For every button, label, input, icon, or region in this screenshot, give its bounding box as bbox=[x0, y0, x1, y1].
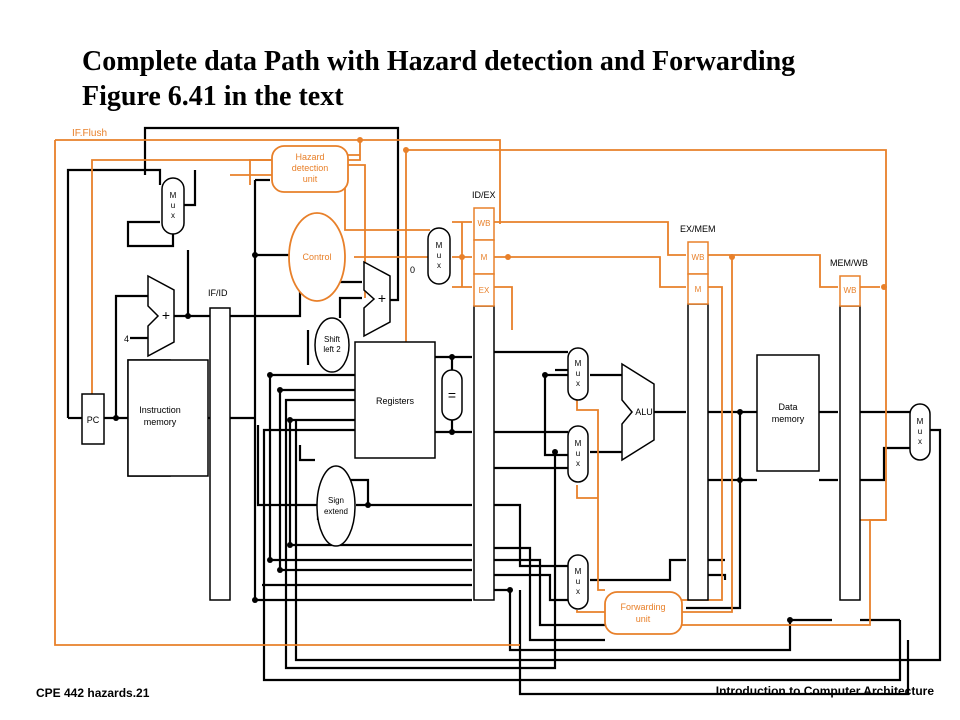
svg-text:x: x bbox=[171, 211, 175, 220]
mem-wb-register: MEM/WB WB bbox=[830, 258, 868, 601]
svg-text:extend: extend bbox=[324, 507, 348, 516]
svg-text:M: M bbox=[575, 567, 582, 576]
dest-reg-mux: M u x bbox=[567, 554, 589, 610]
ex-mem-label: EX/MEM bbox=[680, 224, 716, 234]
svg-text:memory: memory bbox=[144, 417, 177, 427]
const-four: 4 bbox=[124, 334, 129, 344]
svg-text:WB: WB bbox=[478, 219, 491, 228]
svg-text:unit: unit bbox=[303, 174, 318, 184]
svg-text:Hazard: Hazard bbox=[295, 152, 324, 162]
pc-adder: + 4 bbox=[124, 274, 175, 358]
svg-text:u: u bbox=[576, 577, 580, 586]
svg-text:M: M bbox=[575, 439, 582, 448]
svg-text:+: + bbox=[162, 307, 170, 323]
svg-text:Instruction: Instruction bbox=[139, 405, 181, 415]
svg-text:u: u bbox=[918, 427, 922, 436]
svg-text:+: + bbox=[378, 290, 386, 306]
control-mux: M u x 0 bbox=[410, 227, 451, 285]
title-line-2: Figure 6.41 in the text bbox=[82, 81, 344, 112]
junction-dots bbox=[113, 252, 793, 623]
svg-text:Data: Data bbox=[778, 402, 797, 412]
svg-text:detection: detection bbox=[292, 163, 329, 173]
if-flush-label: IF.Flush bbox=[72, 128, 107, 139]
footer-course-title: Introduction to Computer Architecture bbox=[715, 684, 934, 698]
svg-text:u: u bbox=[576, 369, 580, 378]
control-dots bbox=[357, 137, 887, 290]
svg-text:Registers: Registers bbox=[376, 396, 415, 406]
alu: ALU bbox=[621, 362, 655, 462]
svg-text:WB: WB bbox=[692, 253, 705, 262]
svg-text:x: x bbox=[576, 379, 580, 388]
svg-text:EX: EX bbox=[479, 286, 490, 295]
id-ex-label: ID/EX bbox=[472, 190, 496, 200]
svg-text:ALU: ALU bbox=[635, 407, 653, 417]
id-ex-register: ID/EX WB M EX bbox=[472, 190, 496, 601]
svg-text:x: x bbox=[918, 437, 922, 446]
page-title: Complete data Path with Hazard detection… bbox=[82, 44, 795, 114]
branch-adder: + bbox=[363, 260, 391, 338]
svg-text:M: M bbox=[481, 253, 488, 262]
alu-mux-a: M u x bbox=[567, 347, 589, 401]
if-id-label: IF/ID bbox=[208, 288, 228, 298]
instruction-memory: Instruction memory bbox=[127, 359, 209, 477]
hazard-detection-unit: Hazard detection unit bbox=[271, 145, 349, 193]
svg-text:M: M bbox=[575, 359, 582, 368]
datapath-wires bbox=[66, 126, 942, 696]
footer-course-label: CPE 442 hazards.21 bbox=[36, 686, 150, 700]
pc-label: PC bbox=[87, 415, 100, 425]
svg-text:Shift: Shift bbox=[324, 335, 341, 344]
equals-comparator: = bbox=[441, 369, 463, 421]
svg-text:M: M bbox=[917, 417, 924, 426]
svg-text:Control: Control bbox=[302, 252, 331, 262]
shift-left-2: Shift left 2 bbox=[314, 317, 350, 373]
svg-text:x: x bbox=[576, 459, 580, 468]
sign-extend: Sign extend bbox=[316, 465, 356, 547]
control-unit: Control bbox=[288, 212, 346, 302]
mem-wb-label: MEM/WB bbox=[830, 258, 868, 268]
svg-text:x: x bbox=[437, 261, 441, 270]
svg-text:x: x bbox=[576, 587, 580, 596]
register-file: Registers bbox=[354, 341, 436, 459]
svg-text:M: M bbox=[436, 241, 443, 250]
ex-mem-register: EX/MEM WB M bbox=[680, 224, 716, 601]
pc-mux: M u x bbox=[161, 177, 185, 235]
svg-text:M: M bbox=[170, 191, 177, 200]
svg-text:M: M bbox=[695, 285, 702, 294]
svg-text:u: u bbox=[171, 201, 175, 210]
svg-text:u: u bbox=[437, 251, 441, 260]
if-id-register: IF/ID bbox=[208, 288, 231, 601]
const-zero: 0 bbox=[410, 265, 415, 275]
svg-text:WB: WB bbox=[844, 286, 857, 295]
svg-text:=: = bbox=[448, 387, 456, 403]
svg-text:u: u bbox=[576, 449, 580, 458]
forwarding-unit: Forwarding unit bbox=[604, 591, 683, 635]
svg-text:unit: unit bbox=[636, 614, 651, 624]
writeback-mux: M u x bbox=[909, 403, 931, 461]
data-memory: Data memory bbox=[756, 354, 820, 472]
svg-text:Forwarding: Forwarding bbox=[620, 602, 665, 612]
svg-text:memory: memory bbox=[772, 414, 805, 424]
control-wires bbox=[54, 139, 887, 646]
pc-register: PC bbox=[81, 393, 105, 445]
title-line-1: Complete data Path with Hazard detection… bbox=[82, 46, 796, 77]
svg-text:left 2: left 2 bbox=[323, 345, 341, 354]
svg-text:Sign: Sign bbox=[328, 496, 344, 505]
alu-mux-b: M u x bbox=[567, 425, 589, 483]
